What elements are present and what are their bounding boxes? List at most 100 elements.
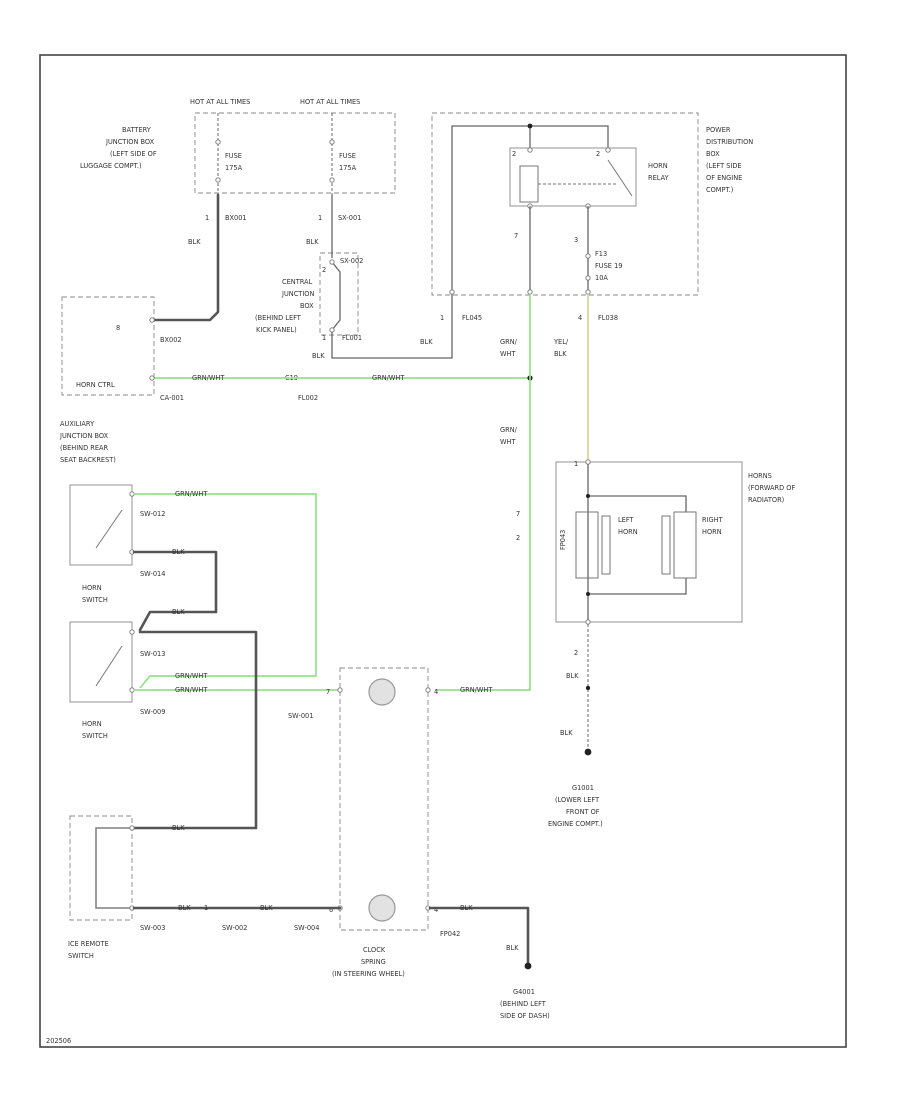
fuse2-label-1: 175A: [339, 164, 357, 172]
grn-wht-label-1: GRN/WHT: [192, 374, 225, 382]
fuse-f13-label-0: F13: [595, 250, 607, 258]
horn-ctrl-module: [61, 296, 155, 396]
connector-sw001: SW-001: [288, 712, 313, 720]
horns-pin-top: [585, 459, 591, 465]
horn-switch-2-pin-a: [129, 629, 135, 635]
left-horn-label-1: HORN: [618, 528, 638, 536]
grn-wht-label-5: GRN/WHT: [175, 686, 208, 694]
pin-number: 7: [326, 688, 330, 696]
blk-label-3: BLK: [312, 352, 325, 360]
right-horn: [673, 511, 697, 579]
connector-fp042: FP042: [440, 930, 460, 938]
left-horn: [575, 511, 599, 579]
pin-number: 3: [574, 236, 578, 244]
ice-remote-label-0: ICE REMOTE: [68, 940, 109, 948]
power-dist-label-3: (LEFT SIDE: [706, 162, 742, 170]
diagram-code: 202506: [46, 1037, 71, 1045]
connector-sw002: SW-002: [222, 924, 247, 932]
blk-label-10: BLK: [460, 904, 473, 912]
horns-internal-bus-top: [587, 464, 687, 512]
relay-coil: [519, 165, 539, 203]
battery-jb-label-3: LUGGAGE COMPT.): [80, 162, 142, 170]
clock-spring-label-1: SPRING: [361, 958, 386, 966]
blk-label-7: BLK: [172, 824, 185, 832]
fl045-pin-left: [449, 289, 455, 295]
ice-remote-pin-1: [129, 825, 135, 831]
pin-number: 2: [322, 266, 326, 274]
pin-number: 1: [322, 334, 326, 342]
horns-dot-bottom: [586, 592, 590, 596]
horn-switch-2-label-0: HORN: [82, 720, 102, 728]
ice-remote-switch: [69, 815, 133, 921]
pin-number: 8: [116, 324, 120, 332]
horns-internal-bus-bottom: [587, 578, 687, 620]
connector-sx002: SX-002: [340, 257, 363, 265]
horns-dot-top: [586, 494, 590, 498]
grn-wht-relay-wire: [435, 294, 531, 691]
clock-spring-lower-coil: [368, 894, 396, 922]
pin-number: 2: [512, 150, 516, 158]
pin-number: 7: [514, 232, 518, 240]
power-dist-label-0: POWER: [706, 126, 731, 134]
pin-number: 1: [318, 214, 322, 222]
horns-label-1: (FORWARD OF: [748, 484, 795, 492]
pin-number: 1: [440, 314, 444, 322]
wire-fl001-to-power-box: [331, 292, 453, 359]
right-horn-label-0: RIGHT: [702, 516, 724, 524]
relay-pin-2: [605, 147, 611, 153]
blk-wire-switch2-to-ice: [132, 630, 258, 830]
fuse1-label-0: FUSE: [225, 152, 242, 160]
pin-number: 2: [574, 649, 578, 657]
right-horn-bell: [661, 515, 671, 575]
horns-label-2: RADIATOR): [748, 496, 784, 504]
connector-fl038: FL038: [598, 314, 618, 322]
blk-wire-switch1-to-switch2: [132, 550, 218, 632]
connector-sw003: SW-003: [140, 924, 165, 932]
fuse1-pin-bottom: [215, 177, 221, 183]
grn-wht-label-4: GRN/WHT: [175, 672, 208, 680]
right-horn-label-1: HORN: [702, 528, 722, 536]
connector-fl001: FL001: [342, 334, 362, 342]
grn-wht-label-2: GRN/WHT: [372, 374, 405, 382]
fl038-pin: [585, 289, 591, 295]
connector-fl002: FL002: [298, 394, 318, 402]
connector-bx002: BX002: [160, 336, 182, 344]
connector-sw013: SW-013: [140, 650, 165, 658]
blk-wire-clock-to-ground: [428, 906, 530, 967]
aux-jb-label-2: (BEHIND REAR: [60, 444, 109, 452]
pin-number: 6: [329, 906, 333, 914]
grn-wht-vert-label-1: WHT: [500, 438, 516, 446]
pin-number: 7: [516, 510, 520, 518]
fuse-f13-pin-bottom: [585, 275, 591, 281]
blk-label-6: BLK: [172, 608, 185, 616]
horn-ctrl-label: HORN CTRL: [76, 381, 115, 389]
horn-switch-2-label-1: SWITCH: [82, 732, 108, 740]
blk-label-11: BLK: [506, 944, 519, 952]
central-jb-label-2: BOX: [300, 302, 314, 310]
fuse2-pin-top: [329, 139, 335, 145]
hot-at-all-times-label-1: HOT AT ALL TIMES: [190, 98, 250, 106]
blk-wire-bx001-to-bx002: [150, 193, 220, 322]
g1001-label-3: ENGINE COMPT.): [548, 820, 603, 828]
clock-spring-pin-l1: [337, 687, 343, 693]
bus-dot: [527, 123, 533, 129]
fuse2-pin-bottom: [329, 177, 335, 183]
connector-sw012: SW-012: [140, 510, 165, 518]
clock-spring-upper-coil: [368, 678, 396, 706]
power-dist-label-2: BOX: [706, 150, 720, 158]
grn-wht-top-label-1: WHT: [500, 350, 516, 358]
central-junction-box: [319, 252, 359, 336]
yel-blk-label-1: BLK: [554, 350, 567, 358]
blk-label-12: BLK: [566, 672, 579, 680]
relay-pin-1: [527, 147, 533, 153]
horn-switch-2: [69, 621, 133, 703]
fuse1-pin-top: [215, 139, 221, 145]
connector-sx001: SX-001: [338, 214, 361, 222]
wire-central-jb-internal: [331, 261, 341, 331]
battery-jb-label-1: JUNCTION BOX: [105, 138, 155, 146]
fuse-f13-label-1: FUSE 19: [595, 262, 622, 270]
horn-switch-1-pin-a: [129, 491, 135, 497]
left-horn-bell: [601, 515, 611, 575]
central-jb-pin: [329, 259, 335, 265]
